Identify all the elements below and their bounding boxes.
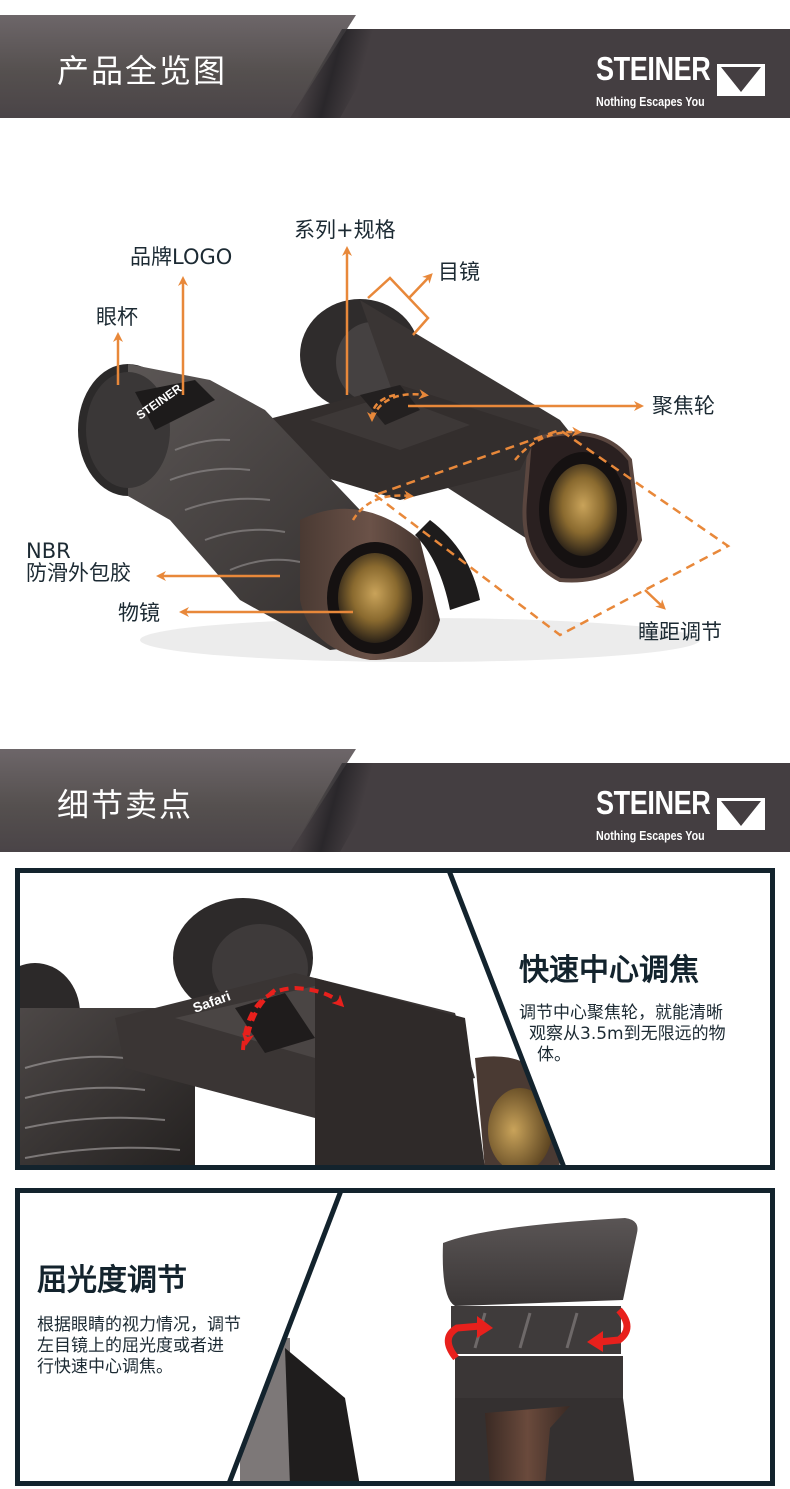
label-series-spec: 系列+规格 — [294, 218, 396, 242]
label-eyepiece: 目镜 — [438, 260, 480, 284]
steiner-logo: STEINER Nothing Escapes You — [596, 51, 766, 111]
product-overview: STEINER — [0, 120, 790, 740]
section-title: 细节卖点 — [57, 786, 194, 824]
header-bar-light — [0, 749, 356, 852]
desc-line: 观察从3.5m到无限远的物 — [529, 1024, 726, 1044]
feature-title: 快速中心调焦 — [519, 953, 699, 988]
label-objective: 物镜 — [118, 601, 160, 625]
feature-panel-diopter: 屈光度调节 根据眼睛的视力情况，调节 左目镜上的屈光度或者进 行快速中心调焦。 — [15, 1188, 775, 1486]
brand-name: STEINER — [596, 50, 711, 87]
feature-panel-center-focus: Safari 快速中心调焦 调节中心聚焦轮，就能清晰 观察从3.5m到无限远的物… — [15, 868, 775, 1170]
brand-tagline: Nothing Escapes You — [596, 94, 705, 109]
header-bar-light — [0, 15, 356, 118]
brand-name: STEINER — [596, 784, 711, 821]
label-nbr: NBR 防滑外包胶 — [26, 540, 131, 584]
steiner-logo: STEINER Nothing Escapes You — [596, 785, 766, 845]
desc-line: 体。 — [537, 1045, 571, 1065]
desc-line: 调节中心聚焦轮，就能清晰 — [519, 1003, 723, 1023]
diopter-adjustment-photo — [227, 1193, 770, 1481]
label-focus-wheel: 聚焦轮 — [652, 394, 715, 418]
center-focus-wheel-photo: Safari — [20, 873, 566, 1165]
brand-tagline: Nothing Escapes You — [596, 828, 705, 843]
envelope-triangle-icon — [717, 798, 765, 830]
envelope-triangle-icon — [717, 64, 765, 96]
label-nbr-line2: 防滑外包胶 — [26, 561, 131, 585]
feature-description: 根据眼睛的视力情况，调节 左目镜上的屈光度或者进 行快速中心调焦。 — [37, 1315, 287, 1378]
label-ipd: 瞳距调节 — [638, 620, 722, 644]
desc-line: 行快速中心调焦。 — [37, 1357, 173, 1377]
section-header-details: 细节卖点 STEINER Nothing Escapes You — [0, 749, 790, 852]
feature-title: 屈光度调节 — [37, 1263, 187, 1298]
section-title: 产品全览图 — [57, 52, 228, 90]
feature-description: 调节中心聚焦轮，就能清晰 观察从3.5m到无限远的物 体。 — [519, 1003, 770, 1066]
desc-line: 根据眼睛的视力情况，调节 — [37, 1315, 241, 1335]
label-nbr-line1: NBR — [26, 539, 71, 563]
section-header-overview: 产品全览图 STEINER Nothing Escapes You — [0, 15, 790, 118]
label-eyecup: 眼杯 — [96, 305, 138, 329]
desc-line: 左目镜上的屈光度或者进 — [37, 1336, 224, 1356]
label-brand-logo: 品牌LOGO — [130, 245, 233, 269]
binoculars-overview-photo: STEINER — [78, 246, 731, 662]
